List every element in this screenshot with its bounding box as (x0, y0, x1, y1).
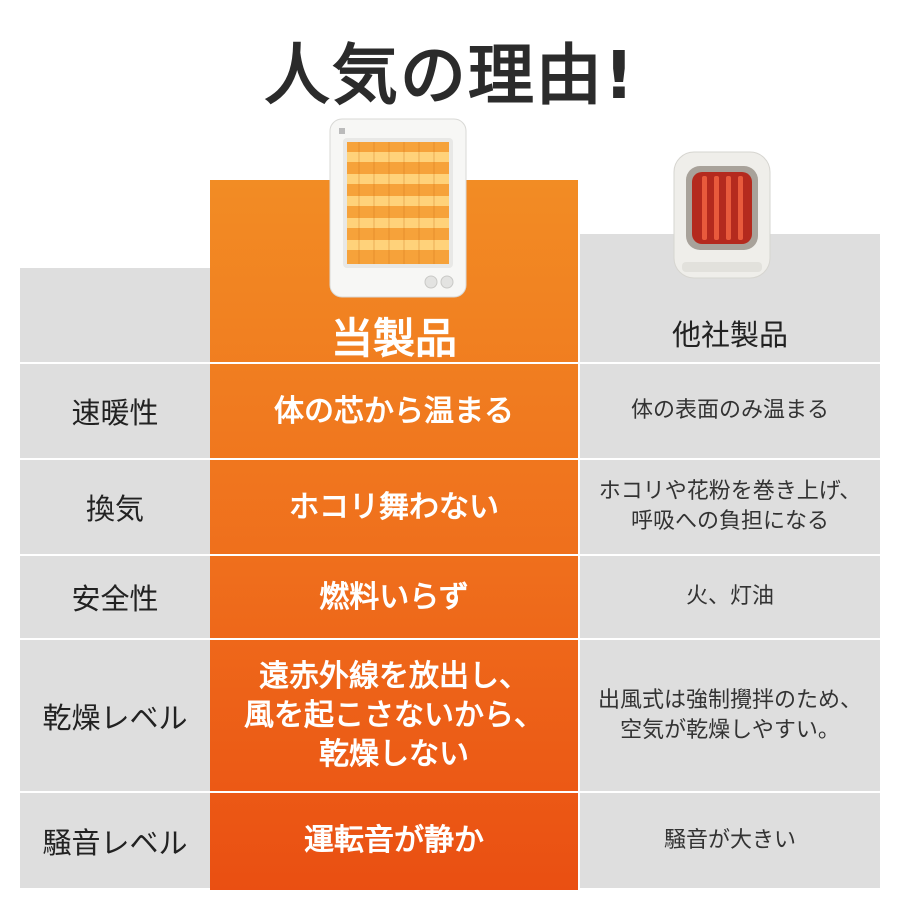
other-product-header: 他社製品 (671, 318, 788, 352)
label-column (20, 268, 210, 888)
row-divider (20, 791, 880, 793)
other-heater-image (673, 151, 771, 279)
our-product-column (210, 180, 578, 890)
our-value: 燃料いらず (319, 579, 469, 615)
row-divider (20, 638, 880, 640)
other-value: 火、灯油 (685, 584, 774, 610)
our-product-header: 当製品 (330, 314, 457, 363)
row-label: 安全性 (71, 582, 159, 616)
our-value: 遠赤外線を放出し、 風を起こさないから、 乾燥しない (244, 659, 544, 772)
row-label: 速暖性 (71, 396, 159, 430)
row-label: 乾燥レベル (42, 700, 188, 735)
our-heater-image (329, 118, 467, 298)
other-value: 騒音が大きい (663, 827, 796, 853)
row-label: 換気 (85, 492, 144, 526)
row-divider (20, 458, 880, 460)
other-value: 体の表面のみ温まる (630, 398, 829, 424)
row-label: 騒音レベル (42, 825, 188, 860)
page-title: 人気の理由! (263, 37, 637, 114)
other-value: ホコリや花粉を巻き上げ、 呼吸への負担になる (598, 479, 862, 534)
our-value: 運転音が静か (304, 823, 484, 858)
other-value: 出風式は強制攪拌のため、 空気が乾燥しやすい。 (597, 687, 862, 743)
row-divider (20, 362, 880, 364)
our-value: 体の芯から温まる (274, 393, 514, 429)
other-product-column (580, 234, 880, 888)
row-divider (20, 554, 880, 556)
our-value: ホコリ舞わない (289, 489, 499, 525)
